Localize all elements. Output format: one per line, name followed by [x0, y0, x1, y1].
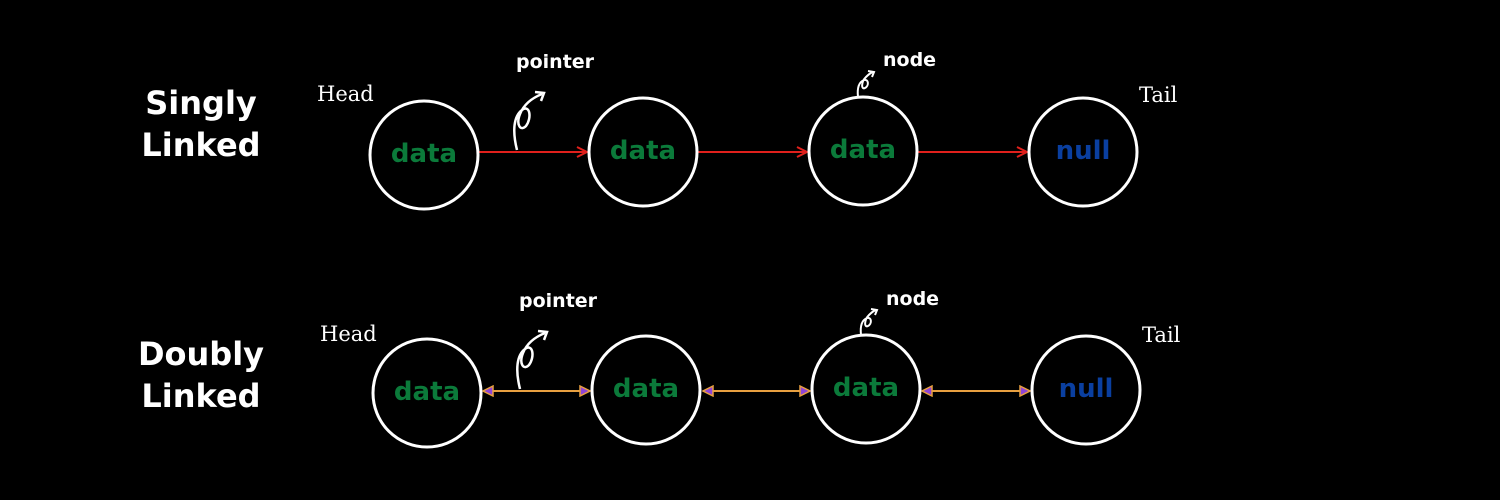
- node-circle: [807, 95, 919, 207]
- doubly-node-4: null: [1030, 334, 1142, 446]
- singly-node-arrowhead: [867, 70, 876, 78]
- singly-head-label: Head: [317, 82, 374, 106]
- doubly-head-label: Head: [320, 322, 377, 346]
- node-value: data: [830, 135, 896, 165]
- singly-pointer-label: pointer: [516, 51, 595, 73]
- node-circle: [1027, 96, 1139, 208]
- singly-linked-label: Singly Linked: [91, 82, 311, 166]
- singly-node-label: node: [883, 49, 937, 71]
- singly-node-1: data: [368, 99, 480, 211]
- singly-node-2: data: [587, 96, 699, 208]
- node-value: null: [1059, 374, 1114, 404]
- singly-node-4: null: [1027, 96, 1139, 208]
- doubly-tail-label: Tail: [1142, 323, 1181, 347]
- singly-tail-label: Tail: [1139, 83, 1178, 107]
- doubly-node-2: data: [590, 334, 702, 446]
- node-value: null: [1056, 136, 1111, 166]
- doubly-node-1: data: [371, 337, 483, 449]
- doubly-linked-label: Doubly Linked: [91, 333, 311, 417]
- doubly-node-arrow: [859, 309, 877, 336]
- node-circle: [368, 99, 480, 211]
- node-value: data: [391, 139, 457, 169]
- node-circle: [1030, 334, 1142, 446]
- singly-label-line1: Singly: [145, 84, 257, 122]
- node-circle: [810, 333, 922, 445]
- doubly-node-3: data: [810, 333, 922, 445]
- singly-node-3: data: [807, 95, 919, 207]
- node-circle: [587, 96, 699, 208]
- doubly-pointer-arrowhead: [537, 329, 549, 341]
- doubly-node-label: node: [886, 288, 940, 310]
- node-circle: [371, 337, 483, 449]
- node-value: data: [613, 374, 679, 404]
- doubly-pointer-arrow: [516, 331, 546, 390]
- singly-node-arrow: [856, 71, 874, 98]
- doubly-pointer-label: pointer: [519, 290, 598, 312]
- node-value: data: [833, 373, 899, 403]
- singly-label-line2: Linked: [141, 126, 261, 164]
- singly-pointer-arrow: [513, 92, 543, 151]
- doubly-node-arrowhead: [870, 308, 879, 316]
- doubly-label-line2: Linked: [141, 377, 261, 415]
- doubly-label-line1: Doubly: [137, 335, 265, 373]
- singly-pointer-arrowhead: [534, 90, 546, 102]
- node-value: data: [394, 377, 460, 407]
- node-circle: [590, 334, 702, 446]
- node-value: data: [610, 136, 676, 166]
